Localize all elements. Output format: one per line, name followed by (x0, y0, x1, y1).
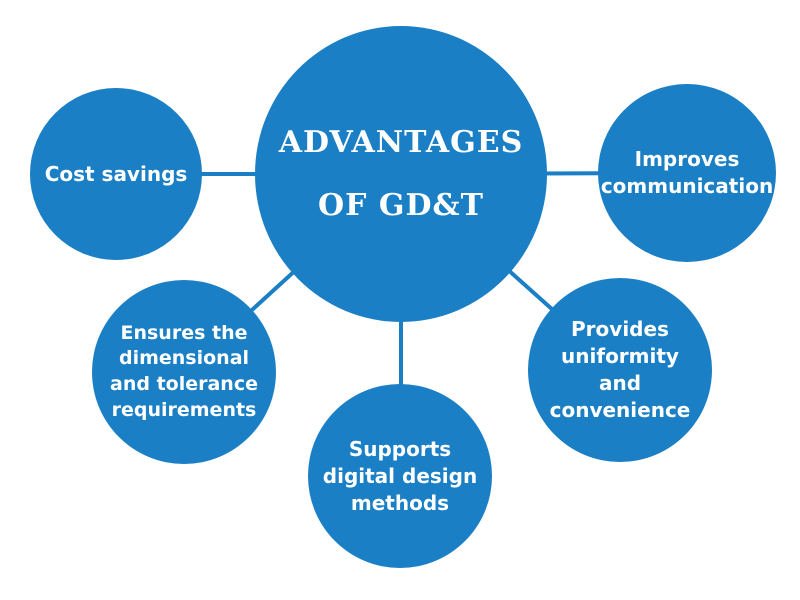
center-node-advantages-of-gdt: ADVANTAGES OF GD&T (255, 26, 547, 322)
node-supports-digital-design: Supports digital design methods (308, 384, 492, 568)
node-provides-uniformity-label: Provides uniformity and convenience (549, 317, 691, 422)
node-cost-savings-label: Cost savings (44, 161, 188, 186)
diagram-title: ADVANTAGES OF GD&T (279, 111, 524, 237)
node-improves-communication: Improves communication (598, 84, 776, 262)
node-provides-uniformity: Provides uniformity and convenience (528, 278, 712, 462)
node-supports-digital-design-label: Supports digital design methods (322, 436, 478, 515)
node-ensures-requirements-label: Ensures the dimensional and tolerance re… (110, 321, 258, 421)
diagram-title-line2: OF GD&T (318, 188, 484, 223)
diagram-title-line1: ADVANTAGES (278, 125, 524, 160)
node-cost-savings: Cost savings (30, 88, 202, 260)
node-ensures-requirements: Ensures the dimensional and tolerance re… (92, 280, 276, 464)
node-improves-communication-label: Improves communication (600, 147, 774, 198)
